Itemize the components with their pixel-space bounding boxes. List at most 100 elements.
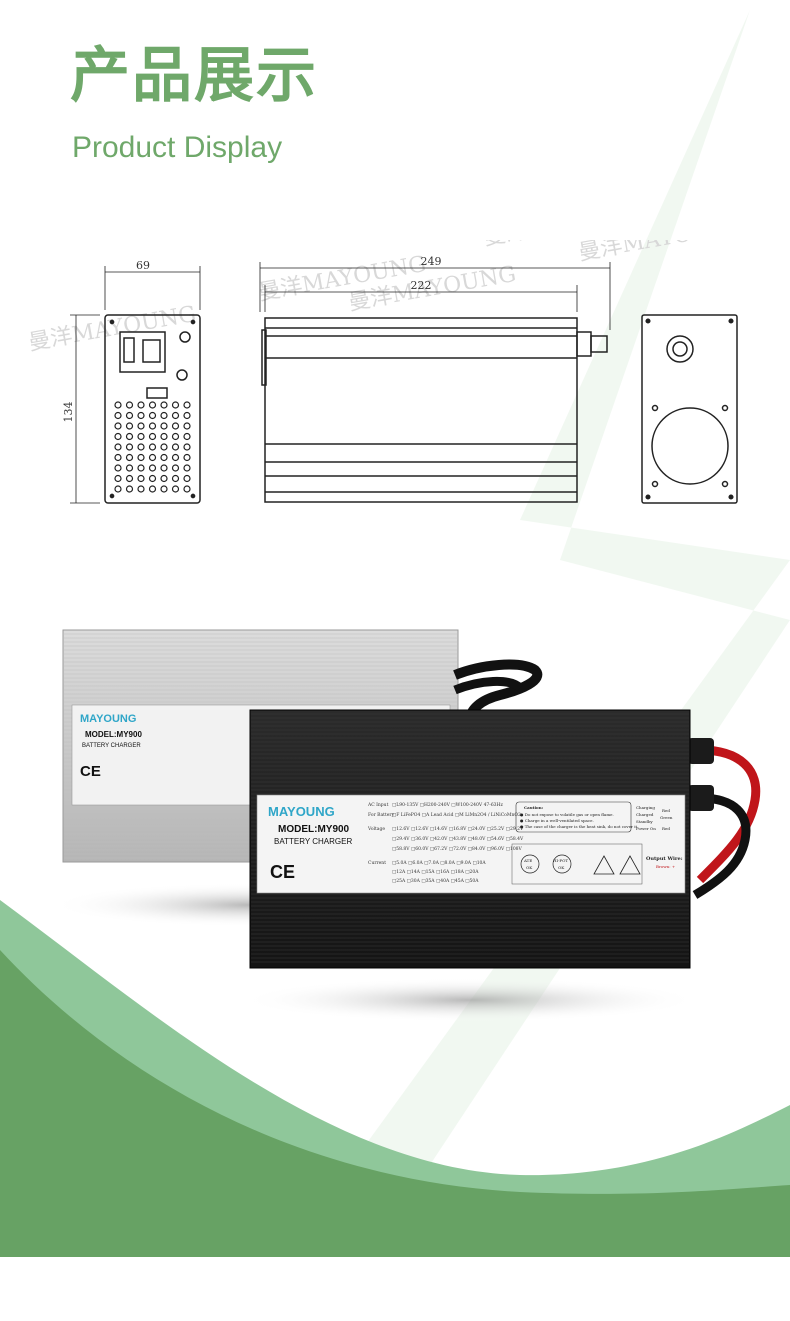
vent-hole <box>183 401 191 409</box>
output-wire-label: Output Wire: <box>646 856 683 862</box>
ac-input-label: AC Input <box>367 802 389 808</box>
vent-hole <box>183 453 191 462</box>
hipot-ok-icon <box>552 854 572 874</box>
vent-hole <box>171 401 180 409</box>
ate-text: ATE <box>523 858 532 863</box>
vent-hole <box>148 411 157 420</box>
vent-hole <box>148 453 157 462</box>
vent-hole <box>125 453 134 462</box>
vent-hole <box>171 411 180 420</box>
vent-hole <box>183 485 191 493</box>
vent-hole <box>137 453 145 462</box>
vent-hole <box>125 422 134 430</box>
vent-hole <box>171 464 180 472</box>
vent-hole <box>114 485 122 493</box>
vent-hole <box>125 432 134 441</box>
vent-hole <box>148 443 157 451</box>
output-brown: Brown: + <box>656 864 675 869</box>
vent-hole <box>171 485 180 493</box>
cable-gland-1 <box>688 738 714 764</box>
vent-hole <box>114 453 122 462</box>
label-model-silver: MODEL:MY900 <box>85 730 142 739</box>
vent-hole <box>125 464 134 472</box>
vent-hole <box>137 422 145 430</box>
vent-hole <box>183 411 191 420</box>
led-green: Green <box>660 815 673 820</box>
page-title-en: Product Display <box>72 131 283 164</box>
vent-hole <box>125 443 134 451</box>
battery-options: □F LiFePO4 □A Lead Acid □M LiMn2O4 / LiN… <box>392 812 521 818</box>
vent-hole <box>137 401 145 409</box>
current-row-2: □12A □14A □15A □16A □18A □20A <box>392 869 479 875</box>
vent-hole <box>137 485 145 493</box>
vent-hole <box>137 474 145 483</box>
dim-height-label: 134 <box>62 402 75 423</box>
vent-hole <box>160 464 168 472</box>
status-power-on: Power On <box>636 826 656 831</box>
vent-hole <box>160 432 168 441</box>
hipot-text: HI-POT <box>553 858 568 863</box>
battery-label: For Battery <box>368 812 395 818</box>
ce-mark: CE <box>270 862 295 882</box>
hipot-ok-text: OK <box>558 865 565 870</box>
voltage-row-3: □58.8V □60.0V □67.2V □72.0V □84.0V □96.0… <box>392 846 523 852</box>
vent-hole <box>160 453 168 462</box>
vent-hole <box>160 422 168 430</box>
status-standby: Standby <box>636 819 653 824</box>
caution-line-2: ● Charge in a well-ventilated space. <box>520 818 594 823</box>
vent-hole <box>160 474 168 483</box>
vent-hole <box>114 464 122 472</box>
vent-hole <box>160 443 168 451</box>
led-red-2: Red <box>662 826 670 831</box>
caution-line-3: ● The case of the charger is the heat si… <box>520 824 638 829</box>
vent-hole <box>183 474 191 483</box>
vent-hole <box>125 411 134 420</box>
current-row-3: □25A □30A □35A □40A □45A □50A <box>392 878 479 884</box>
product-photo: MAYOUNG MODEL:MY900 BATTERY CHARGER CE M… <box>50 629 761 1022</box>
vent-hole <box>183 464 191 472</box>
vent-hole <box>137 411 145 420</box>
vent-hole <box>137 432 145 441</box>
vent-hole <box>125 474 134 483</box>
dim-length-total-label: 249 <box>421 255 442 268</box>
vent-hole <box>171 422 180 430</box>
vent-hole <box>114 432 122 441</box>
label-type: BATTERY CHARGER <box>274 837 352 846</box>
vent-hole <box>160 401 168 409</box>
vent-hole <box>137 443 145 451</box>
label-model: MODEL:MY900 <box>278 824 350 835</box>
caution-line-1: ● Do not expose to volatile gas or open … <box>520 812 614 817</box>
label-brand-silver: MAYOUNG <box>80 713 136 725</box>
cable-gland-2 <box>688 785 714 811</box>
watermark-text: 曼洋MAYOUNG <box>27 302 198 356</box>
vent-hole <box>148 422 157 430</box>
vent-hole <box>137 464 145 472</box>
vent-hole <box>125 401 134 409</box>
wave-dark <box>0 950 790 1257</box>
vent-hole <box>114 411 122 420</box>
label-brand: MAYOUNG <box>268 804 335 819</box>
caution-title: Caution: <box>524 805 544 810</box>
label-type-silver: BATTERY CHARGER <box>82 743 141 749</box>
rear-view <box>641 314 738 504</box>
led-red: Red <box>662 808 670 813</box>
page-title-cn: 产品展示 <box>70 41 318 111</box>
vent-hole <box>171 453 180 462</box>
vent-hole <box>171 474 180 483</box>
vent-hole <box>160 411 168 420</box>
vent-hole <box>148 485 157 493</box>
dim-width-label: 69 <box>136 259 150 272</box>
current-row-1: □5.0A □6.0A □7.0A □8.0A □9.0A □10A <box>392 860 486 866</box>
vent-hole <box>183 432 191 441</box>
status-charged: Charged <box>636 812 654 817</box>
vent-hole <box>114 474 122 483</box>
vent-hole <box>148 474 157 483</box>
vent-hole <box>183 443 191 451</box>
vent-hole <box>148 401 157 409</box>
warning-icon <box>593 855 615 875</box>
front-view <box>70 266 201 504</box>
ate-ok-text: OK <box>526 865 533 870</box>
vent-hole <box>171 443 180 451</box>
high-voltage-icon <box>619 855 641 875</box>
side-view <box>259 262 611 503</box>
